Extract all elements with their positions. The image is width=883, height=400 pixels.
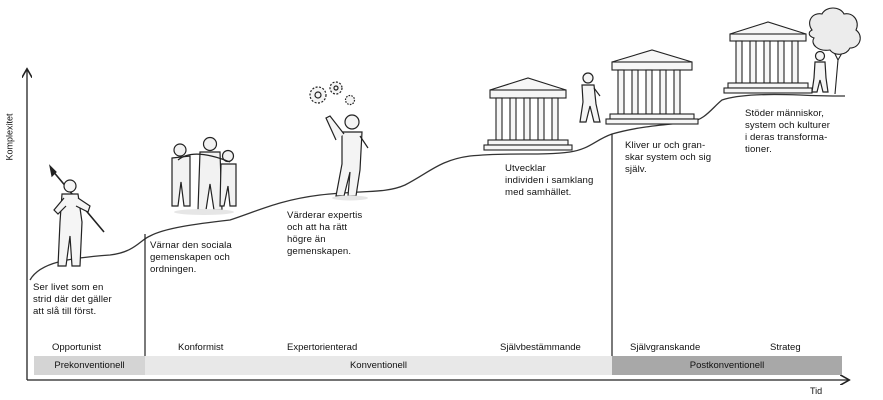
- x-axis-label: Tid: [810, 386, 823, 396]
- gears-thinker-icon: [309, 81, 369, 201]
- group-embrace-icon: [171, 136, 237, 215]
- growth-curve: [29, 93, 846, 281]
- stage-label-opportunist: Opportunist: [52, 342, 102, 353]
- band-prekonventionell: Prekonventionell: [34, 356, 145, 375]
- y-axis-label: Komplexitet: [4, 113, 15, 161]
- stage-label-konformist: Konformist: [178, 342, 224, 353]
- stage-label-strateg: Strateg: [770, 342, 801, 353]
- temple-icon: [605, 49, 699, 125]
- stage-description-sjalvbestammande: Utvecklar individen i samklang med samhä…: [505, 163, 594, 198]
- stage-description-strateg: Stöder människor, system och kulturer i …: [745, 108, 831, 155]
- temple-icon: [723, 21, 813, 94]
- climbing-person-icon: [811, 50, 829, 93]
- stage-label-expertorienterad: Expertorienterad: [287, 342, 358, 353]
- stage-description-opportunist: Ser livet som en strid där det gäller at…: [33, 282, 112, 317]
- climbing-person-icon: [579, 72, 601, 123]
- stage-label-sjalvbestammande: Självbestämmande: [500, 342, 581, 353]
- stage-description-sjalvgranskande: Kliver ur och gran- skar system och sig …: [625, 140, 712, 175]
- band-postkonventionell: Postkonventionell: [612, 356, 842, 375]
- stage-description-expertorienterad: Värderar expertis och att ha rätt högre …: [287, 210, 363, 257]
- stage-description-konformist: Värnar den sociala gemenskapen och ordni…: [150, 240, 232, 275]
- stage-label-sjalvgranskande: Självgranskande: [630, 342, 701, 353]
- temple-icon: [483, 77, 573, 151]
- tree-icon: [808, 7, 861, 95]
- spear-warrior-icon: [49, 164, 105, 267]
- band-konventionell: Konventionell: [145, 356, 612, 375]
